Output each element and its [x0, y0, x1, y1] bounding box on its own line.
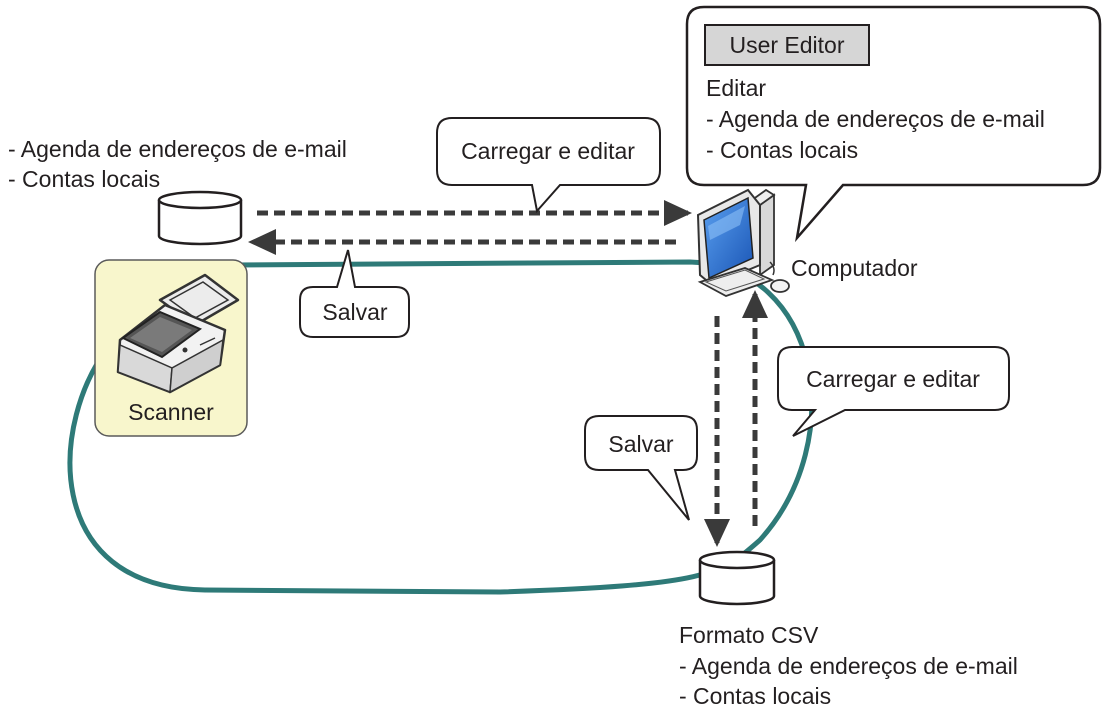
scanner-database-icon: [157, 190, 243, 246]
scanner-db-line-2: - Contas locais: [8, 166, 160, 192]
callout-right-save: Salvar: [584, 415, 698, 521]
computer-label: Computador: [791, 255, 918, 281]
csv-database-icon: [698, 550, 776, 606]
computer-icon: [696, 188, 790, 297]
csv-line-2: - Contas locais: [679, 683, 831, 709]
callout-right-load-edit-text: Carregar e editar: [806, 366, 980, 392]
callout-right-load-edit: Carregar e editar: [777, 346, 1010, 437]
csv-line-1: - Agenda de endereços de e-mail: [679, 653, 1018, 679]
callout-top-save: Salvar: [299, 249, 410, 338]
user-editor-button[interactable]: User Editor: [704, 24, 870, 66]
csv-heading: Formato CSV: [679, 622, 819, 648]
scanner-icon: [116, 273, 240, 394]
callout-top-load-edit: Carregar e editar: [436, 117, 661, 214]
scanner-box: Scanner: [94, 259, 248, 437]
user-editor-button-label: User Editor: [729, 32, 844, 58]
scanner-label: Scanner: [128, 399, 214, 425]
user-editor-heading: Editar: [706, 75, 766, 101]
callout-top-load-edit-text: Carregar e editar: [461, 138, 635, 164]
user-editor-line-1: - Agenda de endereços de e-mail: [706, 106, 1045, 132]
callout-right-save-text: Salvar: [608, 431, 674, 457]
scanner-db-line-1: - Agenda de endereços de e-mail: [8, 136, 347, 162]
callout-top-save-text: Salvar: [322, 299, 388, 325]
user-editor-line-2: - Contas locais: [706, 137, 858, 163]
